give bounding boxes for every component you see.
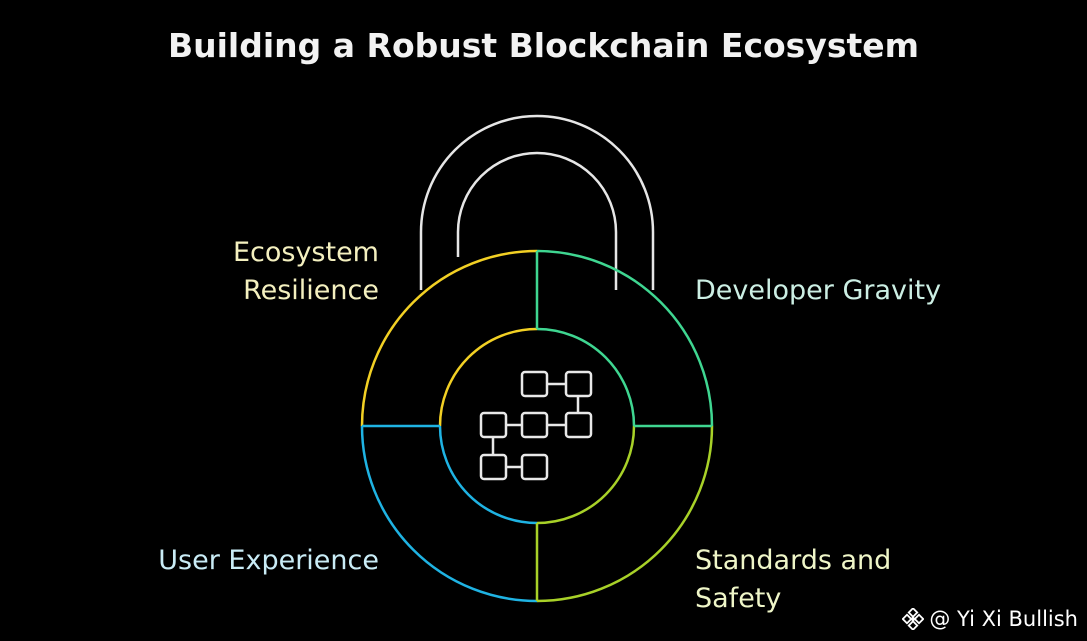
watermark: @ Yi Xi Bullish — [902, 607, 1078, 631]
label-line: Resilience — [243, 275, 379, 306]
label-standards-safety: Standards and Safety — [695, 542, 891, 618]
label-developer-gravity: Developer Gravity — [695, 272, 941, 310]
outer-arc-user-experience — [360, 425, 538, 603]
page-title: Building a Robust Blockchain Ecosystem — [167, 26, 920, 65]
inner-arc-developer-gravity — [536, 327, 636, 427]
label-ecosystem-resilience: Ecosystem Resilience — [233, 234, 379, 310]
label-line: Ecosystem — [232, 237, 379, 268]
outer-arc-developer-gravity — [536, 249, 714, 427]
watermark-text: @ Yi Xi Bullish — [929, 607, 1078, 631]
label-line: Safety — [695, 583, 782, 614]
inner-arc-user-experience — [438, 425, 538, 525]
label-line: Standards and — [695, 545, 892, 576]
label-line: User Experience — [158, 545, 379, 576]
inner-arc-ecosystem-resilience — [438, 327, 538, 427]
outer-arc-ecosystem-resilience — [360, 249, 538, 427]
label-user-experience: User Experience — [158, 542, 379, 580]
padlock-shackle — [419, 114, 655, 290]
label-line: Developer Gravity — [695, 275, 942, 306]
blockchain-blocks-icon — [479, 370, 593, 481]
binance-diamond-icon — [902, 608, 925, 630]
outer-arc-standards-safety — [536, 425, 714, 603]
inner-arc-standards-safety — [536, 425, 636, 525]
